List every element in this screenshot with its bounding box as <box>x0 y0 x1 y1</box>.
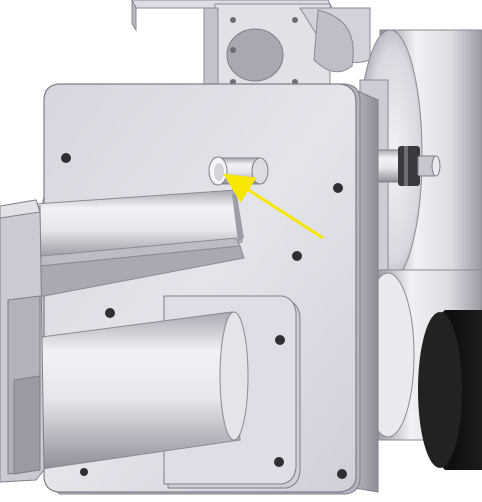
mounting-hole-icon <box>61 153 71 163</box>
mounting-hole-icon <box>333 183 343 193</box>
mounting-hole-icon <box>105 308 115 318</box>
mounting-hole-icon <box>292 17 298 23</box>
mounting-hole-icon <box>230 47 236 53</box>
upper-roller <box>19 189 245 301</box>
mounting-hole-icon <box>337 469 347 479</box>
callout-arrow <box>223 173 324 240</box>
mounting-hole-icon <box>292 251 302 261</box>
mounting-hole-icon <box>80 468 88 476</box>
dowel-pin <box>208 156 269 186</box>
lower-roller <box>33 311 249 471</box>
top-bracket <box>131 0 371 105</box>
arrow-icon <box>223 173 324 240</box>
mounting-hole-icon <box>274 457 284 467</box>
black-knob <box>418 310 482 470</box>
mounting-hole-icon <box>230 17 236 23</box>
left-frame <box>0 199 45 483</box>
mounting-hole-icon <box>275 335 285 345</box>
